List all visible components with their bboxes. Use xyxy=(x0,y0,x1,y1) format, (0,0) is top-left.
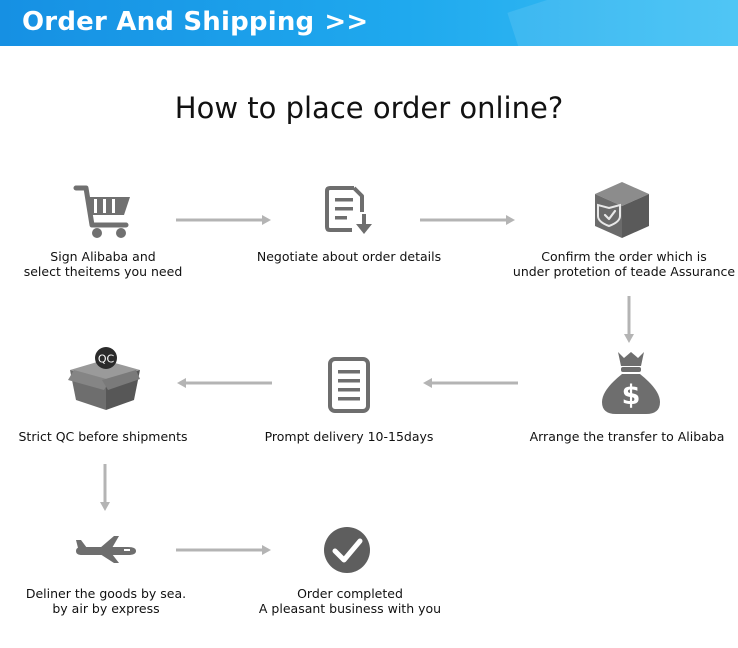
check-circle-icon xyxy=(324,527,370,573)
step-label-strict-qc: Strict QC before shipments xyxy=(18,429,188,444)
step-label-prompt-delivery: Prompt delivery 10-15days xyxy=(264,429,434,444)
arrow-down-icon xyxy=(100,464,110,511)
qc-badge-text: QC xyxy=(98,353,115,366)
step-label-arrange-transfer: Arrange the transfer to Alibaba xyxy=(529,429,725,444)
arrow-right-icon xyxy=(176,215,271,225)
page-title: How to place order online? xyxy=(174,91,564,125)
shield-box-icon xyxy=(595,182,649,238)
header-banner: Order And Shipping>> xyxy=(0,0,738,46)
arrow-left-icon xyxy=(423,378,518,388)
shopping-cart-icon xyxy=(73,185,130,238)
dollar-sign-icon: $ xyxy=(622,380,641,411)
document-list-icon xyxy=(328,357,370,413)
header-title: Order And Shipping>> xyxy=(22,7,369,37)
qc-box-icon: QC xyxy=(68,347,140,410)
step-label-deliver-goods: Deliner the goods by sea.by air by expre… xyxy=(25,586,187,616)
arrow-right-icon xyxy=(420,215,515,225)
chevron-right-icon: >> xyxy=(324,7,369,37)
document-download-icon xyxy=(325,186,372,234)
step-label-negotiate: Negotiate about order details xyxy=(256,249,442,264)
arrow-right-icon xyxy=(176,545,271,555)
airplane-icon xyxy=(76,536,136,563)
arrow-left-icon xyxy=(177,378,272,388)
money-bag-icon: $ xyxy=(602,352,660,414)
arrow-down-icon xyxy=(624,296,634,343)
